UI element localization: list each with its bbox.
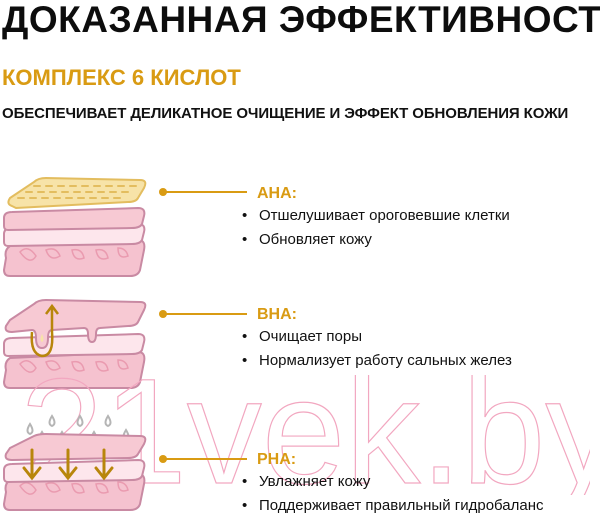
- page-title: ДОКАЗАННАЯ ЭФФЕКТИВНОСТЬ: [2, 0, 600, 40]
- bullet-icon: •: [242, 328, 248, 345]
- acid-title-aha: AHA:: [257, 185, 297, 202]
- bullet-icon: •: [242, 352, 248, 369]
- acid-title-bha: BHA:: [257, 306, 297, 323]
- acid-benefits-pha: •Увлажняет кожу •Поддерживает правильный…: [242, 470, 544, 518]
- connector-line: [159, 454, 249, 464]
- acid-block-aha: AHA: •Отшелушивает ороговевшие клетки •О…: [0, 160, 600, 280]
- connector-line: [159, 187, 249, 197]
- skin-layers-exfoliation-icon: [2, 176, 147, 277]
- list-item: •Нормализует работу сальных желез: [242, 349, 512, 373]
- list-item: •Поддерживает правильный гидробаланс: [242, 494, 544, 518]
- bullet-icon: •: [242, 473, 248, 490]
- acid-title-pha: PHA:: [257, 451, 297, 468]
- acid-benefits-aha: •Отшелушивает ороговевшие клетки •Обновл…: [242, 204, 510, 252]
- list-item: •Обновляет кожу: [242, 228, 510, 252]
- acid-block-pha: PHA: •Увлажняет кожу •Поддерживает прави…: [0, 400, 600, 514]
- bullet-icon: •: [242, 207, 248, 224]
- list-item: •Увлажняет кожу: [242, 470, 544, 494]
- acid-block-bha: BHA: •Очищает поры •Нормализует работу с…: [0, 290, 600, 400]
- section-subtitle: КОМПЛЕКС 6 КИСЛОТ: [2, 65, 241, 90]
- bullet-icon: •: [242, 497, 248, 514]
- acid-benefits-bha: •Очищает поры •Нормализует работу сальны…: [242, 325, 512, 373]
- connector-line: [159, 309, 249, 319]
- bullet-icon: •: [242, 231, 248, 248]
- skin-pore-cleansing-icon: [2, 298, 147, 389]
- skin-hydration-icon: [2, 414, 147, 511]
- section-tagline: ОБЕСПЕЧИВАЕТ ДЕЛИКАТНОЕ ОЧИЩЕНИЕ И ЭФФЕК…: [2, 105, 569, 122]
- list-item: •Очищает поры: [242, 325, 512, 349]
- list-item: •Отшелушивает ороговевшие клетки: [242, 204, 510, 228]
